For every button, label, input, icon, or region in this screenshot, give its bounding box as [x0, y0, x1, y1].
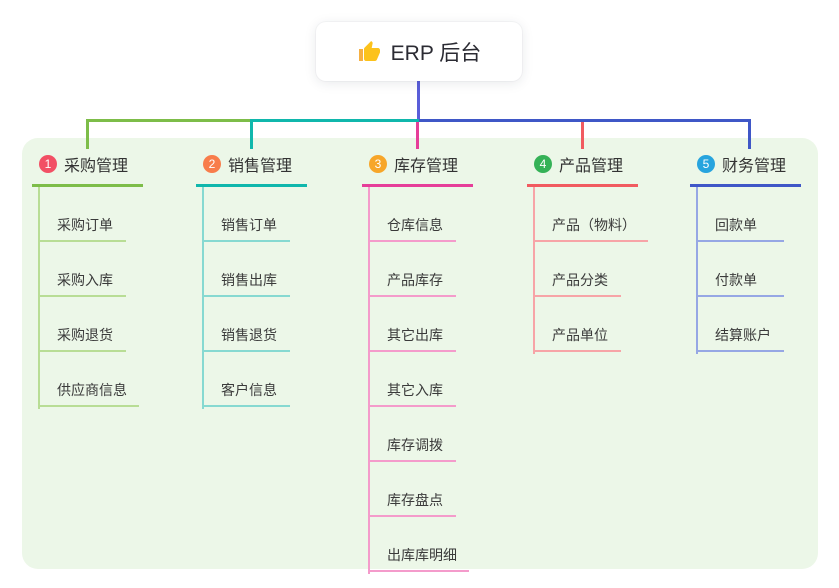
branch-sales: 2 销售管理 销售订单 销售出库 销售退货 客户信息	[196, 149, 308, 409]
connector-bus-purchase	[86, 119, 253, 122]
branch-finance-children: 回款单 付款单 结算账户	[696, 187, 801, 354]
node-item[interactable]: 付款单	[696, 242, 784, 297]
branch-sales-header[interactable]: 2 销售管理	[196, 149, 308, 187]
node-item[interactable]: 其它出库	[368, 297, 456, 352]
connector-bus-finance	[419, 119, 751, 122]
branch-product-children: 产品（物料） 产品分类 产品单位	[533, 187, 648, 354]
connector-root-line	[417, 81, 420, 122]
branch-number-badge: 4	[534, 155, 552, 173]
thumbs-up-icon	[358, 40, 380, 61]
branch-label: 采购管理	[64, 158, 129, 175]
node-item[interactable]: 仓库信息	[368, 187, 456, 242]
node-item[interactable]: 产品库存	[368, 242, 456, 297]
branch-inventory-header[interactable]: 3 库存管理	[362, 149, 474, 187]
node-item[interactable]: 采购退货	[38, 297, 126, 352]
branch-number-badge: 5	[697, 155, 715, 173]
branch-purchase-header[interactable]: 1 采购管理	[32, 149, 144, 187]
branch-product: 4 产品管理 产品（物料） 产品分类 产品单位	[527, 149, 648, 354]
branch-label: 销售管理	[228, 158, 293, 175]
branch-sales-children: 销售订单 销售出库 销售退货 客户信息	[202, 187, 307, 409]
node-item[interactable]: 回款单	[696, 187, 784, 242]
branch-finance: 5 财务管理 回款单 付款单 结算账户	[690, 149, 802, 354]
connector-bus-sales	[250, 119, 419, 122]
node-item[interactable]: 采购入库	[38, 242, 126, 297]
root-node-label: ERP 后台	[390, 41, 482, 65]
node-item[interactable]: 库存盘点	[368, 462, 456, 517]
node-item[interactable]: 出库库明细	[368, 517, 469, 572]
branch-label: 库存管理	[394, 158, 459, 175]
node-item[interactable]: 客户信息	[202, 352, 290, 407]
connector-drop-product	[581, 122, 584, 149]
branch-number-badge: 1	[39, 155, 57, 173]
node-item[interactable]: 产品分类	[533, 242, 621, 297]
branch-product-header[interactable]: 4 产品管理	[527, 149, 639, 187]
branch-label: 产品管理	[559, 158, 624, 175]
branch-purchase-children: 采购订单 采购入库 采购退货 供应商信息	[38, 187, 143, 409]
node-item[interactable]: 产品单位	[533, 297, 621, 352]
connector-drop-finance	[748, 119, 751, 149]
node-item[interactable]: 销售出库	[202, 242, 290, 297]
branch-finance-header[interactable]: 5 财务管理	[690, 149, 802, 187]
root-node-erp[interactable]: ERP 后台	[316, 22, 522, 81]
node-item[interactable]: 销售订单	[202, 187, 290, 242]
node-item[interactable]: 采购订单	[38, 187, 126, 242]
connector-drop-purchase	[86, 119, 89, 149]
branch-inventory: 3 库存管理 仓库信息 产品库存 其它出库 其它入库 库存调拨 库存盘点 出库库…	[362, 149, 474, 574]
branches-panel	[22, 138, 818, 569]
branch-number-badge: 2	[203, 155, 221, 173]
node-item[interactable]: 销售退货	[202, 297, 290, 352]
branch-purchase: 1 采购管理 采购订单 采购入库 采购退货 供应商信息	[32, 149, 144, 409]
node-item[interactable]: 库存调拨	[368, 407, 456, 462]
node-item[interactable]: 供应商信息	[38, 352, 139, 407]
connector-drop-sales	[250, 119, 253, 149]
branch-number-badge: 3	[369, 155, 387, 173]
branch-inventory-children: 仓库信息 产品库存 其它出库 其它入库 库存调拨 库存盘点 出库库明细	[368, 187, 473, 574]
node-item[interactable]: 其它入库	[368, 352, 456, 407]
node-item[interactable]: 产品（物料）	[533, 187, 648, 242]
node-item[interactable]: 结算账户	[696, 297, 784, 352]
branch-label: 财务管理	[722, 158, 787, 175]
connector-drop-inventory	[416, 122, 419, 149]
